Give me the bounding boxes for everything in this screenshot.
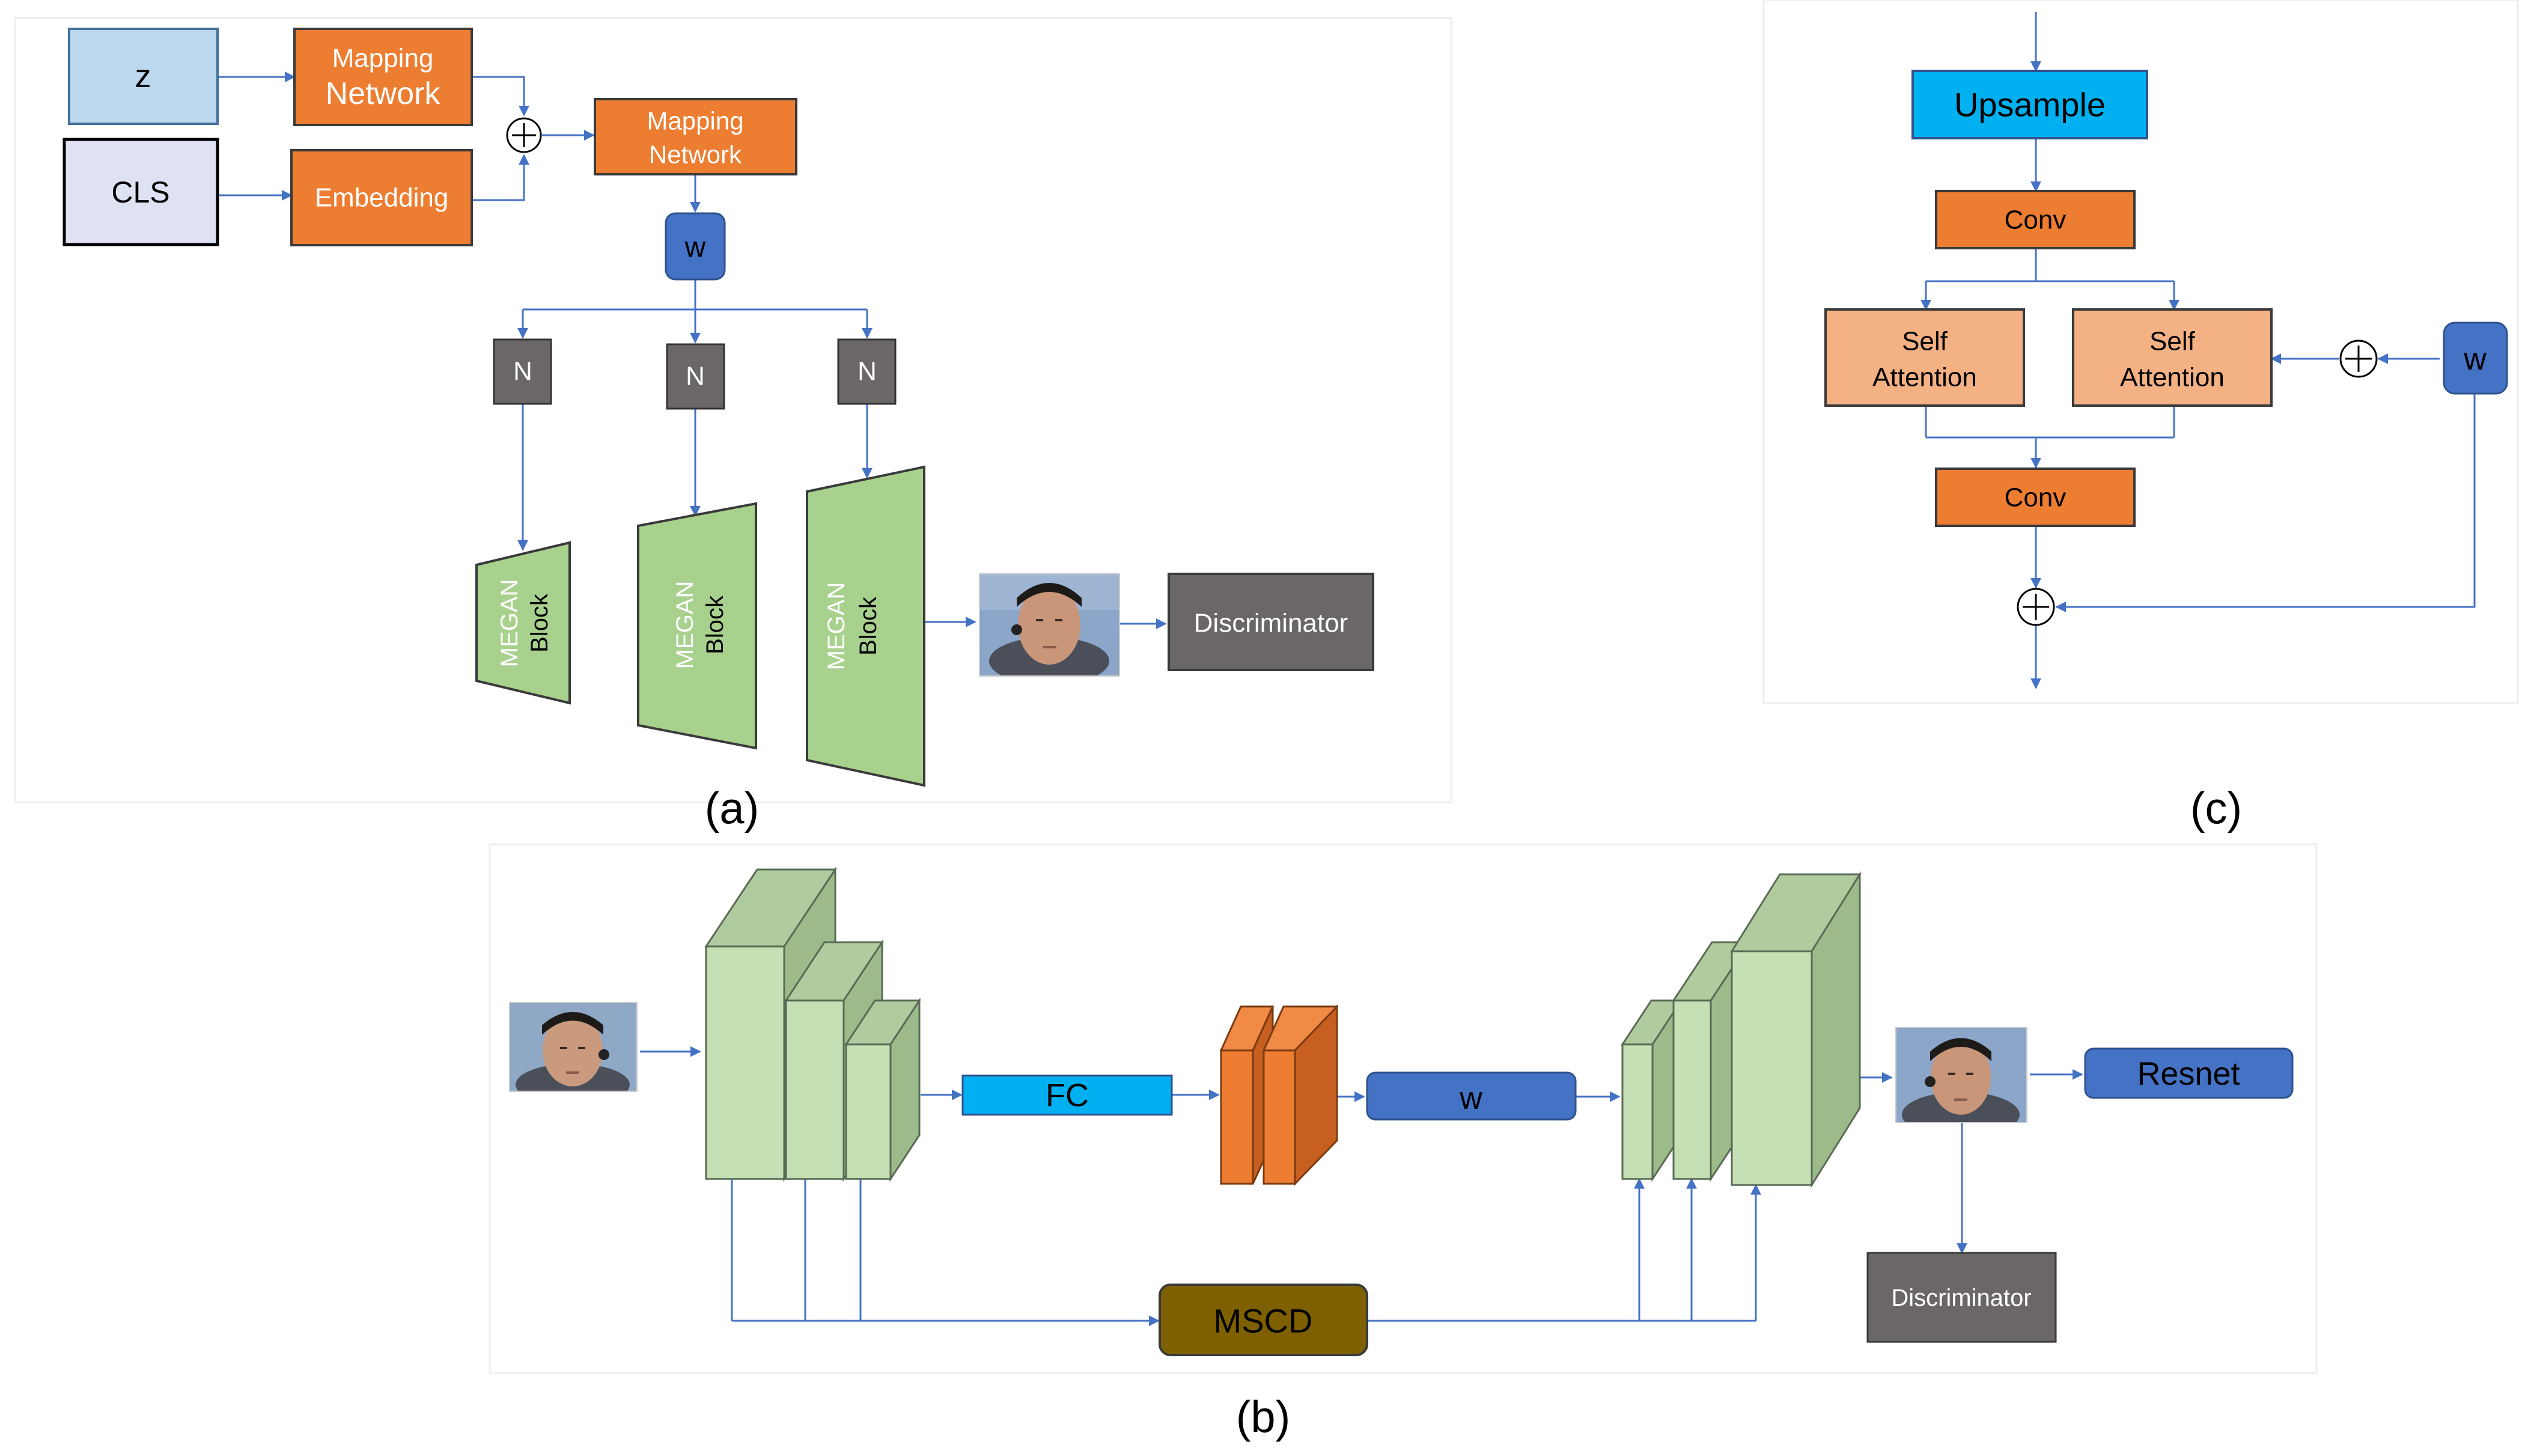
discriminator-label-b: Discriminator: [1891, 1285, 2031, 1311]
discriminator-box-b: [1866, 1252, 2057, 1343]
panel-b-frame: [489, 843, 2318, 1374]
generated-face-photo-a: [979, 574, 1119, 676]
megan-block-3: [806, 465, 925, 787]
self-attention-box-left: [1824, 308, 2025, 407]
megan-block-1: [475, 541, 571, 705]
megan-block-2-line2: Block: [702, 595, 728, 654]
panel-b-caption: (b): [1236, 1392, 1290, 1442]
resnet-label: Resnet: [2137, 1056, 2240, 1092]
conv-bottom-label: Conv: [2005, 483, 2067, 513]
w-box-b: [1366, 1071, 1577, 1121]
noise-label-2: N: [686, 362, 705, 391]
megan-block-1-line2: Block: [526, 593, 553, 653]
w-label-b: w: [1459, 1081, 1482, 1116]
mscd-box: [1159, 1284, 1368, 1356]
fc-box: [961, 1074, 1173, 1116]
plus-circle-icon: [506, 117, 542, 153]
self-attention-left-line1: Self: [1902, 327, 1948, 356]
megan-block-3-line1: MEGAN: [823, 582, 850, 671]
arrow-icon: [472, 154, 529, 201]
decoder-cube-1: [1621, 997, 1683, 1183]
w-label-a: w: [684, 232, 706, 264]
conv-top-label: Conv: [2005, 206, 2067, 235]
panel-a-caption: (a): [705, 784, 759, 833]
embedding-label: Embedding: [315, 183, 449, 213]
megan-block-2: [637, 502, 757, 750]
output-face-photo-b: [1896, 1028, 2027, 1122]
panel-a-frame: [14, 17, 1452, 803]
w-label-c: w: [2463, 342, 2487, 377]
noise-box-2: [666, 343, 725, 410]
z-input-box: [68, 28, 219, 125]
conv-box-bottom: [1935, 468, 2136, 527]
self-attention-box-right: [2072, 308, 2273, 407]
mscd-label: MSCD: [1214, 1302, 1313, 1340]
encoder-cube-3: [844, 997, 921, 1183]
mapping-network-box-2: [594, 98, 797, 175]
orange-feature-block-2: [1262, 1004, 1339, 1186]
noise-box-3: [837, 338, 897, 405]
w-box-c: [2443, 321, 2508, 395]
z-label: z: [135, 58, 151, 94]
mapping-network-1-line2: Network: [326, 76, 441, 111]
mapping-network-2-line1: Mapping: [647, 107, 743, 135]
fc-label: FC: [1046, 1077, 1089, 1113]
noise-label-3: N: [857, 357, 877, 386]
cls-label: CLS: [111, 175, 169, 209]
panel-c-frame: [1762, 0, 2519, 704]
megan-block-3-line2: Block: [855, 596, 882, 656]
conv-box-top: [1935, 190, 2136, 249]
plus-circle-icon: [2017, 588, 2055, 626]
panel-c-caption: (c): [2190, 784, 2242, 833]
cls-input-box: [62, 138, 219, 246]
mapping-network-2-line2: Network: [649, 141, 742, 169]
arrow-icon: [2055, 394, 2476, 612]
embedding-box: [290, 149, 473, 246]
noise-label-1: N: [513, 357, 532, 386]
w-box-a: [665, 212, 726, 281]
self-attention-right-line2: Attention: [2120, 363, 2225, 392]
plus-circle-icon: [2339, 340, 2378, 378]
discriminator-box-a: [1168, 573, 1374, 671]
mapping-network-1-line1: Mapping: [332, 44, 434, 73]
self-attention-right-line1: Self: [2149, 327, 2196, 356]
discriminator-label-a: Discriminator: [1194, 609, 1348, 638]
panel-a: [218, 72, 1167, 629]
decoder-cube-3: [1730, 871, 1862, 1189]
upsample-box: [1911, 70, 2148, 139]
panel-b: [640, 1046, 2083, 1326]
arrow-icon: [472, 76, 529, 117]
input-face-photo-b: [510, 1002, 637, 1091]
self-attention-left-line2: Attention: [1872, 363, 1977, 392]
noise-box-1: [493, 338, 552, 405]
panel-c: [1920, 12, 2476, 689]
resnet-box: [2084, 1047, 2294, 1099]
megan-block-2-line1: MEGAN: [672, 581, 698, 669]
megan-block-1-line1: MEGAN: [496, 579, 523, 668]
upsample-label: Upsample: [1954, 86, 2106, 124]
mapping-network-box-1: [293, 28, 473, 126]
